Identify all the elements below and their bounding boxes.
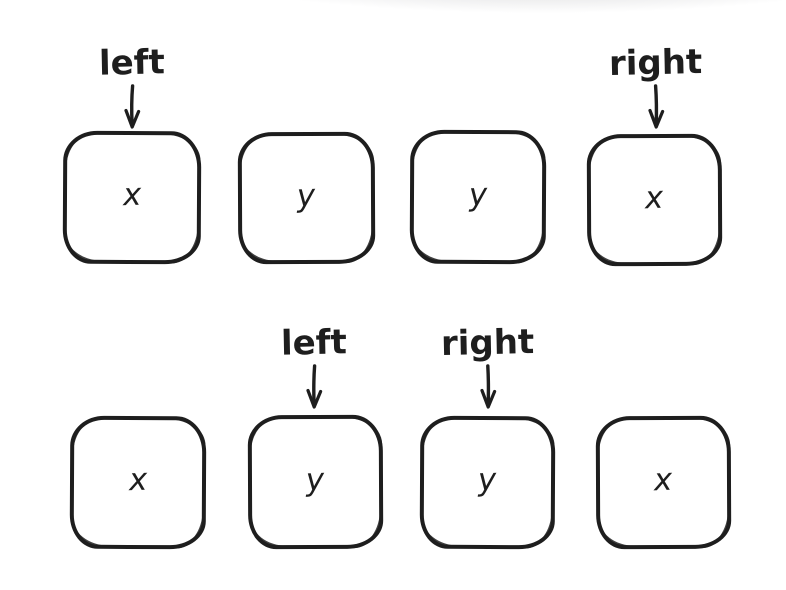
pointer-left-row2[interactable]: left <box>254 322 374 410</box>
cell-value: x <box>128 461 148 499</box>
array-cell[interactable]: x <box>586 133 723 267</box>
arrow-down-icon <box>480 363 497 409</box>
pointer-right-row1[interactable]: right <box>596 42 716 130</box>
pointer-right-row2[interactable]: right <box>428 322 548 410</box>
array-cell[interactable]: x <box>62 130 202 265</box>
arrow-down-icon <box>306 363 323 409</box>
cell-value: x <box>644 179 665 216</box>
pointer-label-left: left <box>280 322 348 364</box>
array-cell[interactable]: x <box>595 415 732 550</box>
cell-value: y <box>296 177 317 214</box>
cell-value: y <box>305 461 326 498</box>
pointer-label-right: right <box>440 322 536 364</box>
cell-value: x <box>122 176 142 214</box>
pointer-label-right: right <box>608 42 704 84</box>
cell-value: x <box>653 461 674 499</box>
pointer-label-left: left <box>98 42 166 84</box>
pointer-left-row1[interactable]: left <box>72 42 192 130</box>
cell-value: y <box>477 461 498 499</box>
array-cell[interactable]: y <box>247 414 384 550</box>
array-cell[interactable]: y <box>409 129 547 265</box>
cell-value: y <box>468 176 488 213</box>
arrow-down-icon <box>648 83 665 129</box>
arrow-down-icon <box>124 83 141 129</box>
panel-edge-shadow <box>286 0 782 20</box>
array-cell[interactable]: y <box>419 415 556 550</box>
array-cell[interactable]: x <box>69 415 207 550</box>
array-cell[interactable]: y <box>237 131 376 265</box>
